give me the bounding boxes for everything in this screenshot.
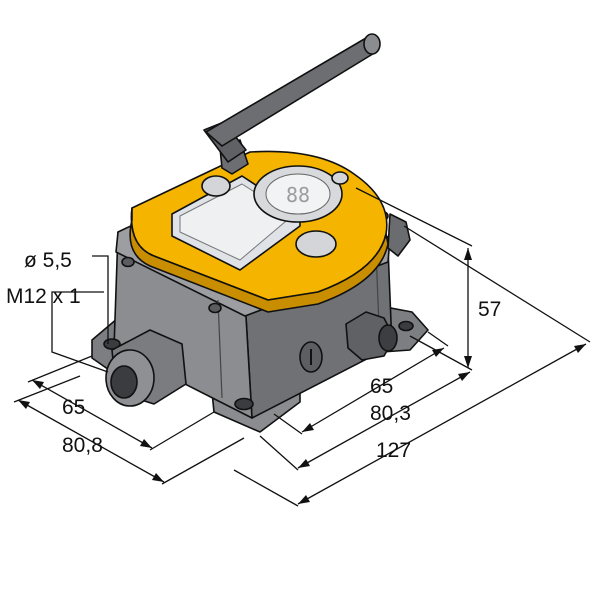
label-depth-outer: 80,3 — [370, 402, 411, 425]
arrowhead — [432, 348, 444, 357]
antenna-rod — [205, 37, 377, 147]
label-connector-thread: M12 x 1 — [6, 285, 81, 308]
extension-line — [233, 469, 299, 507]
arrowhead — [302, 423, 314, 432]
arrowhead — [152, 473, 164, 482]
side-connector — [387, 213, 411, 257]
label-total-length: 127 — [376, 439, 411, 462]
label-depth-inner: 65 — [370, 375, 393, 398]
arrowhead — [464, 356, 472, 368]
label-width-inner: 65 — [62, 396, 85, 419]
lid-button — [331, 171, 349, 185]
arrowhead — [298, 495, 310, 504]
extension-line — [149, 411, 215, 451]
screw-head — [121, 256, 135, 268]
arrowhead — [458, 372, 470, 381]
lid-button — [295, 230, 337, 258]
arrowhead — [18, 400, 30, 409]
yellow-lid-edge — [129, 207, 389, 313]
extension-line — [13, 375, 81, 403]
extension-line — [355, 187, 473, 247]
arrowhead — [298, 459, 310, 468]
extension-line — [27, 355, 93, 383]
arrowhead — [32, 380, 44, 389]
leader-connector — [51, 291, 109, 373]
mounting-hole — [234, 397, 254, 411]
antenna-tip — [363, 33, 381, 55]
extension-line — [161, 437, 245, 485]
lid-button — [201, 175, 231, 197]
indicator-digits: 88 — [286, 183, 310, 207]
label-width-outer: 80,8 — [62, 434, 103, 457]
cable-gland-end — [378, 324, 398, 352]
extension-line — [409, 335, 473, 371]
dimension-line-width-outer — [17, 399, 165, 483]
dimension-lines — [13, 187, 591, 507]
indicator-window-inner — [265, 173, 331, 215]
device-body — [91, 33, 429, 433]
extension-line — [273, 413, 303, 435]
dimension-line-depth-inner — [301, 347, 445, 433]
extension-line — [259, 435, 299, 471]
extension-line — [403, 225, 591, 343]
m12-connector-socket — [110, 365, 138, 399]
arrowheads — [18, 248, 586, 504]
extension-line — [427, 331, 449, 347]
leader-hole-diameter — [92, 255, 109, 344]
screw-head — [208, 302, 222, 314]
dimension-line-width-inner — [31, 379, 153, 449]
dimension-line-depth-outer — [297, 371, 471, 469]
dimension-line-total — [297, 343, 587, 505]
label-hole-diameter: ø 5,5 — [24, 249, 72, 272]
label-height: 57 — [478, 298, 501, 321]
arrowhead — [574, 344, 586, 353]
mounting-hole — [398, 320, 414, 332]
arrowhead — [464, 248, 472, 260]
housing-edge-line — [217, 299, 223, 399]
arrowhead — [140, 439, 152, 448]
